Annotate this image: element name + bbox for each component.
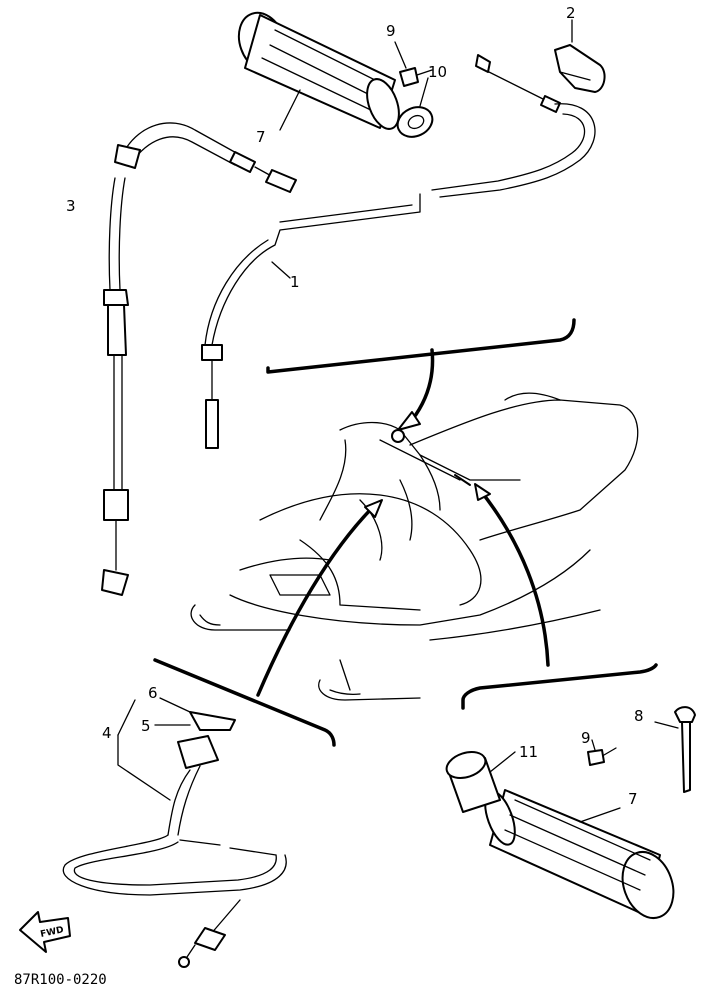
grip-bottom <box>484 789 675 919</box>
callout-clip: 2 <box>566 4 576 22</box>
end-plug <box>654 706 696 793</box>
callout-throttle-cable: 1 <box>290 273 300 291</box>
screw-bottom <box>587 739 617 766</box>
callout-lever: 5 <box>141 717 151 735</box>
choke-lever-assembly <box>62 697 287 968</box>
fwd-arrow-icon: FWD <box>19 911 71 953</box>
callout-choke-lever-assy: 4 <box>102 724 112 742</box>
fwd-label: FWD <box>40 925 65 940</box>
pointer-arrows <box>256 348 550 697</box>
callout-grip-bottom: 7 <box>628 790 638 808</box>
callout-cap: 6 <box>148 684 158 702</box>
callout-labels: 1 2 3 4 5 6 7 7 8 9 9 10 11 <box>66 4 644 808</box>
brake-cable <box>101 122 297 596</box>
callout-collar: 11 <box>519 743 538 761</box>
collar-part <box>445 751 516 813</box>
callout-brake-cable: 3 <box>66 197 76 215</box>
screw-top <box>394 41 433 87</box>
panel-frames <box>153 318 658 747</box>
callout-end-plug: 8 <box>634 707 644 725</box>
grip-top <box>237 11 400 131</box>
throttle-cable <box>201 54 596 449</box>
snowmobile-body <box>190 392 639 701</box>
callout-screw-bottom: 9 <box>581 729 591 747</box>
callout-washer: 10 <box>428 63 447 81</box>
drawing-code: 87R100-0220 <box>14 972 107 988</box>
callout-screw-top: 9 <box>386 22 396 40</box>
callout-grip-top: 7 <box>256 128 266 146</box>
washer-part <box>396 77 434 138</box>
clip-part <box>554 19 606 93</box>
